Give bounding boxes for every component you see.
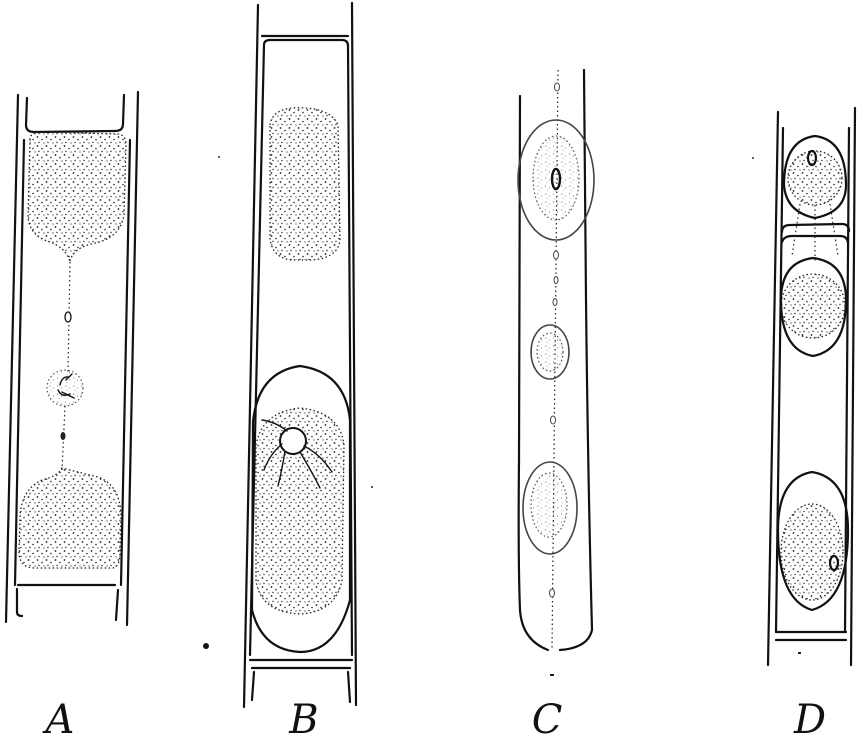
stray-speck-2 — [752, 157, 754, 159]
panel-b-cell — [244, 3, 356, 707]
panel-label-a: A — [30, 700, 90, 740]
panel-b-bottom-septum — [250, 660, 352, 702]
panel-a-bottom-septum — [17, 585, 118, 620]
panel-a-cell — [6, 92, 138, 625]
panel-c-speck — [550, 674, 554, 676]
panel-d-speck — [798, 652, 801, 654]
panel-c-upper-chloroplast — [533, 136, 579, 220]
panel-c-granule-1 — [555, 83, 560, 91]
panel-c-granule-2 — [554, 251, 559, 259]
panel-label-b: B — [274, 700, 334, 740]
panel-c-middle-chloroplast — [537, 333, 563, 371]
panel-c-granule-5 — [551, 416, 556, 424]
panel-d-lower-septum — [776, 632, 846, 640]
stray-speck-1 — [218, 156, 220, 158]
panel-c-granule-4 — [553, 299, 557, 306]
panel-c-granule-3 — [554, 277, 558, 284]
panel-a-lower-granule — [61, 432, 66, 440]
panel-c-lower-chloroplast — [531, 473, 567, 537]
panel-c-cell — [518, 70, 594, 676]
panel-c-granule-6 — [550, 589, 555, 597]
panel-a-lower-chloroplast — [19, 468, 121, 568]
panel-b-nucleus — [280, 428, 306, 454]
stray-dot — [203, 643, 209, 649]
panel-a-upper-chloroplast — [28, 132, 126, 262]
panel-d-lower-chloroplast — [781, 504, 843, 600]
panel-d-outer-wall-right — [851, 108, 855, 665]
stray-speck-3 — [371, 486, 373, 488]
panel-a-top-septum — [26, 95, 124, 132]
panel-a-strand-granule — [65, 312, 71, 322]
panel-label-c: C — [517, 700, 577, 740]
panel-label-d: D — [780, 700, 840, 740]
panel-b-upper-chloroplast — [270, 108, 340, 260]
panel-d-cell — [768, 108, 855, 665]
panel-a-nucleus — [47, 370, 83, 406]
panel-b-top-septum — [262, 36, 348, 46]
panel-d-middle-chloroplast — [781, 274, 845, 338]
